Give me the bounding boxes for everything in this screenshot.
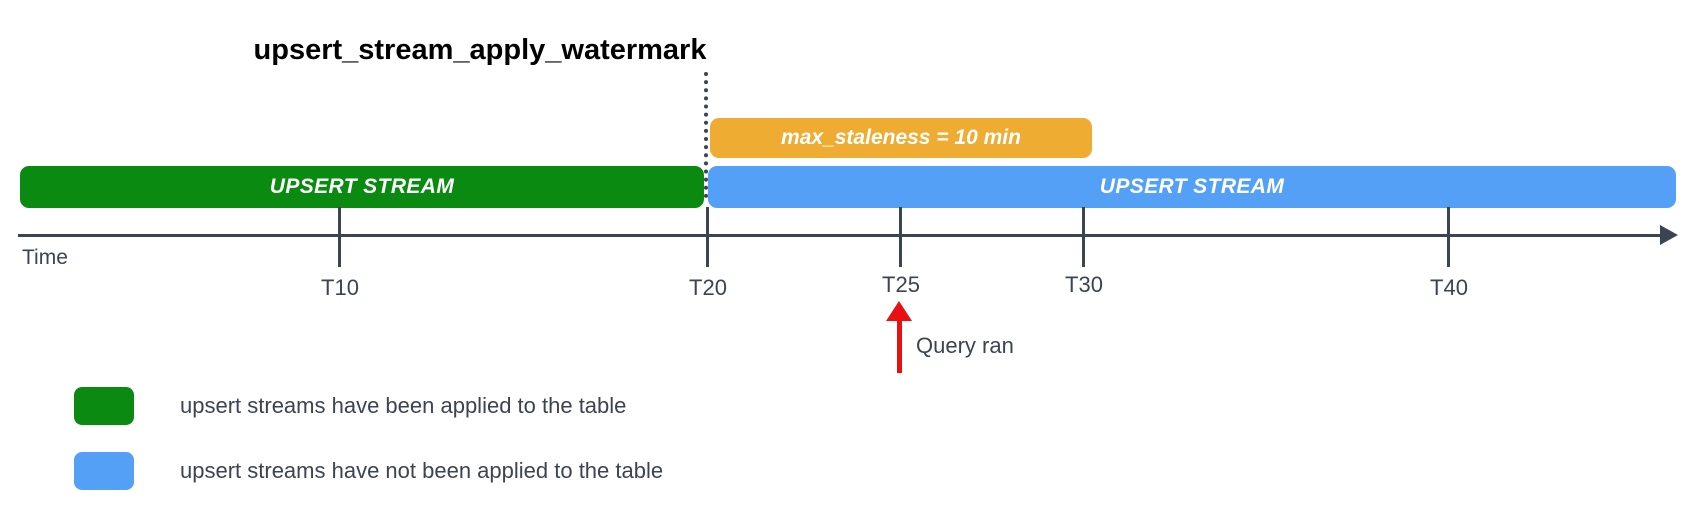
axis-tick-t40 bbox=[1447, 207, 1450, 267]
time-axis-label: Time bbox=[22, 246, 68, 269]
legend-swatch-not-applied bbox=[74, 452, 134, 490]
legend-label-not-applied: upsert streams have not been applied to … bbox=[180, 458, 664, 483]
diagram-title: upsert_stream_apply_watermark bbox=[253, 34, 707, 66]
query-ran-arrow-icon bbox=[886, 301, 912, 321]
watermark-dotted-line bbox=[704, 72, 708, 198]
pending-stream-bar: UPSERT STREAM bbox=[708, 166, 1676, 208]
max-staleness-label: max_staleness = 10 min bbox=[781, 126, 1021, 149]
axis-tick-label-t40: T40 bbox=[1430, 275, 1468, 300]
query-ran-arrow-shaft bbox=[897, 317, 902, 373]
axis-tick-label-t30: T30 bbox=[1065, 272, 1103, 297]
axis-tick-label-t20: T20 bbox=[689, 275, 727, 300]
time-axis-line bbox=[18, 234, 1673, 237]
legend: upsert streams have been applied to the … bbox=[74, 386, 663, 516]
axis-tick-t20 bbox=[706, 207, 709, 267]
max-staleness-badge: max_staleness = 10 min bbox=[710, 118, 1092, 158]
applied-stream-bar: UPSERT STREAM bbox=[20, 166, 704, 208]
axis-tick-t10 bbox=[338, 207, 341, 267]
pending-stream-bar-label: UPSERT STREAM bbox=[1099, 175, 1285, 198]
legend-swatch-applied bbox=[74, 387, 134, 425]
query-ran-label: Query ran bbox=[916, 333, 1014, 358]
legend-label-applied: upsert streams have been applied to the … bbox=[180, 393, 627, 418]
time-axis-arrow-icon bbox=[1660, 225, 1678, 245]
legend-item-applied: upsert streams have been applied to the … bbox=[74, 386, 663, 426]
axis-tick-label-t25: T25 bbox=[882, 272, 920, 297]
axis-tick-label-t10: T10 bbox=[321, 275, 359, 300]
legend-item-not-applied: upsert streams have not been applied to … bbox=[74, 451, 663, 491]
applied-stream-bar-label: UPSERT STREAM bbox=[269, 175, 455, 198]
axis-tick-t25 bbox=[899, 207, 902, 267]
axis-tick-t30 bbox=[1082, 207, 1085, 267]
